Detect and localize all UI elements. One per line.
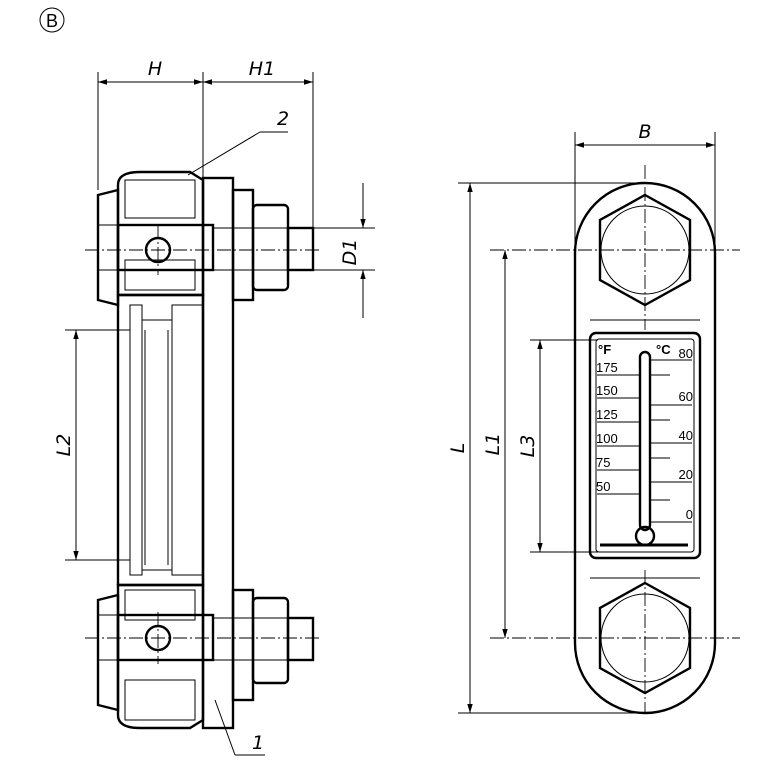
nut-upper	[251, 203, 290, 292]
c-tick: 20	[679, 467, 693, 482]
callout-1: 1	[252, 732, 264, 754]
dim-l-label: L	[447, 443, 469, 454]
celsius-scale: °C 80 60 40 20 0	[650, 342, 693, 523]
hex-head-upper	[96, 188, 120, 307]
thermometer-window	[588, 331, 702, 560]
lower-bolt-assembly	[96, 583, 315, 730]
upper-bolt-assembly	[96, 170, 315, 307]
f-tick: 75	[596, 455, 610, 470]
sight-glass	[116, 293, 205, 587]
f-tick: 100	[596, 431, 618, 446]
fahrenheit-unit: °F	[598, 342, 611, 357]
dim-d1-label: D1	[339, 239, 361, 266]
section-view: H H1 D1 L2 2 1	[53, 58, 375, 756]
f-tick: 175	[596, 360, 618, 375]
celsius-unit: °C	[656, 342, 671, 357]
f-tick: 50	[596, 479, 610, 494]
dim-h1-label: H1	[249, 58, 275, 80]
svg-text:B: B	[46, 11, 58, 31]
view-label: B	[39, 7, 65, 33]
nut-lower	[251, 596, 290, 685]
thermometer-tube	[638, 350, 652, 532]
dim-b-label: B	[638, 121, 651, 143]
front-view: °F 175 150 125 100 75 50 °C 80	[447, 121, 740, 715]
dim-h-label: H	[148, 58, 162, 80]
c-tick: 80	[679, 346, 693, 361]
c-tick: 60	[679, 389, 693, 404]
hex-head-lower	[96, 593, 120, 712]
dim-l3-label: L3	[517, 435, 539, 458]
f-tick: 125	[596, 407, 618, 422]
dim-l2-label: L2	[53, 434, 75, 457]
thermometer-bulb	[634, 525, 656, 547]
c-tick: 0	[686, 507, 693, 522]
f-tick: 150	[596, 383, 618, 398]
callout-2: 2	[277, 108, 289, 130]
thread-end-upper	[286, 226, 315, 272]
c-tick: 40	[679, 428, 693, 443]
thread-end-lower	[286, 616, 315, 662]
fahrenheit-scale: °F 175 150 125 100 75 50	[596, 342, 640, 495]
mounting-wall	[201, 176, 235, 730]
dim-l1-label: L1	[482, 433, 504, 456]
